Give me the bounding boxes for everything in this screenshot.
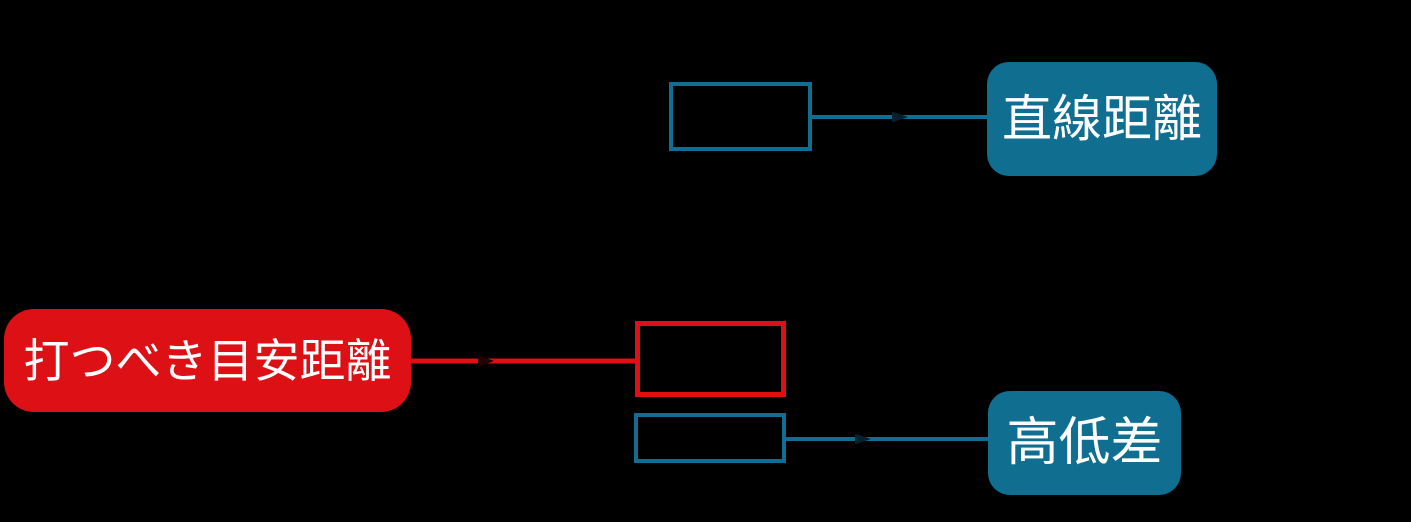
empty-box-straight-distance [669, 82, 812, 151]
elevation-difference-label: 高低差 [988, 391, 1181, 495]
target-distance-label: 打つべき目安距離 [4, 309, 411, 412]
arrowhead-dark [478, 355, 494, 367]
connector-target-distance [411, 355, 635, 367]
arrowhead-dark [892, 111, 908, 123]
arrowhead-dark [855, 433, 871, 445]
connector-straight-distance [812, 111, 987, 123]
connector-elevation-difference [786, 433, 988, 445]
empty-box-target-distance [635, 321, 786, 397]
empty-box-elevation-difference [634, 413, 786, 463]
straight-distance-label: 直線距離 [987, 62, 1217, 176]
